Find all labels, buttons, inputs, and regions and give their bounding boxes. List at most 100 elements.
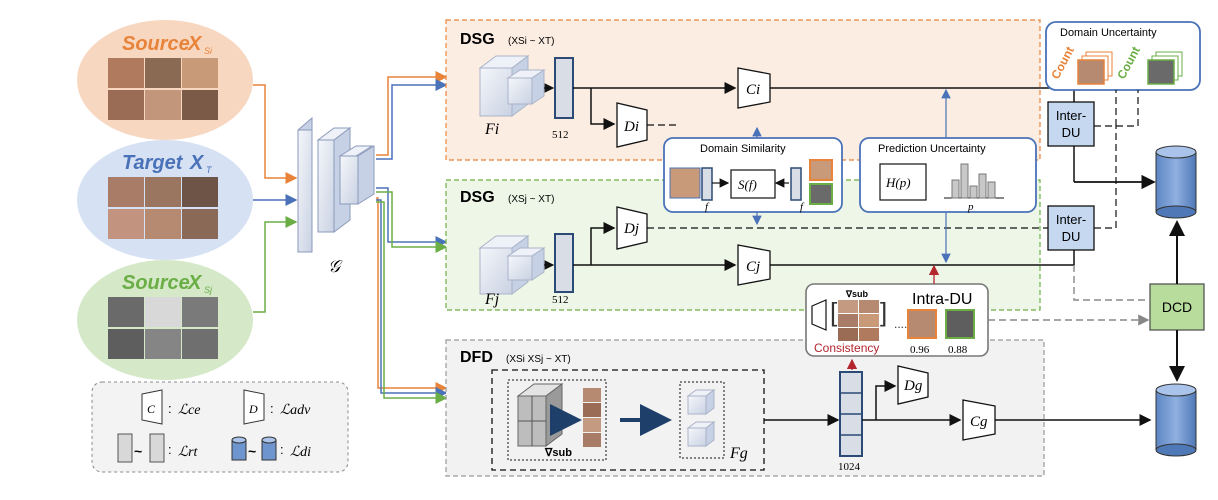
legend-classifier-icon (141, 389, 163, 425)
target-group: Target X T (77, 140, 253, 260)
intra-du-sub-label: ∇sub (845, 289, 869, 299)
dfd-classifier (962, 399, 996, 441)
domain-similarity-f-right: f (800, 201, 805, 213)
shared-encoder-label: 𝒢 (328, 257, 343, 276)
dsg-j-discriminator (616, 206, 648, 250)
intra-du-face-grid (838, 300, 879, 341)
dfd-discriminator-label: Dg (903, 378, 923, 394)
prediction-uncertainty-func: H(p) (885, 175, 911, 190)
dsg-i-feature-vector (554, 57, 574, 119)
legend-c-symbol: C (147, 402, 156, 416)
dfd-sub-encoders-box (679, 381, 725, 459)
domain-similarity-vector-right (790, 167, 802, 201)
domain-similarity-face-green (809, 183, 833, 205)
dfd-face-crops (583, 388, 601, 447)
legend-rt-colon: : (168, 442, 172, 457)
legend-di-sep: ~ (248, 443, 256, 459)
inter-du-bottom-label-2: DU (1062, 229, 1081, 244)
source-i-group: Source X Si (77, 20, 253, 140)
prediction-uncertainty-func-box (879, 163, 927, 201)
domain-similarity-f-left: f (705, 201, 710, 213)
domain-similarity-face-left (669, 167, 701, 199)
intra-du-classifier-icon (811, 299, 827, 331)
intra-du-dots: .... (894, 317, 907, 331)
dsg-i-discriminator-label: Di (623, 119, 639, 135)
dsg-j-title: DSG (460, 189, 495, 206)
domain-uncertainty-stack-green (1147, 51, 1183, 85)
inter-du-link-dashed (1094, 126, 1117, 229)
dfd-flow: (XSi XSj ~ XT) (506, 354, 571, 365)
encoder-branch-arrows (376, 71, 448, 404)
source-i-prefix: Source (122, 33, 190, 55)
source-j-prefix: Source (122, 272, 190, 294)
dfd-split-block (516, 383, 564, 447)
domain-similarity-face-orange (809, 159, 833, 181)
dsg-j-feature-extractor (478, 235, 546, 295)
dsg-i-feature-extractor (478, 55, 546, 117)
dfd-sub-label: ∇sub (544, 447, 572, 459)
legend-discriminator-icon (243, 389, 265, 425)
dfd-discriminator (897, 365, 929, 405)
dsg-i-flow: (XSi ~ XT) (508, 36, 554, 47)
dfd-sub-encoders (686, 389, 716, 447)
legend-cylinder-right (261, 436, 277, 461)
dfd-title: DFD (460, 349, 493, 366)
legend-vector-right (149, 433, 165, 463)
domain-similarity-vector-left (701, 167, 713, 201)
dsg-j-classifier (737, 244, 771, 286)
source-j-group: Source X Sj (77, 260, 253, 380)
dcd-label: DCD (1162, 299, 1192, 315)
dsg-j-feature-label: Fj (484, 291, 500, 308)
intra-du-bracket-right: ] (880, 297, 887, 327)
dsg-i-arrow-c (590, 88, 616, 130)
dsg-i-classifier-label: Ci (746, 82, 760, 98)
dsg-j-feature-dim: 512 (552, 294, 569, 306)
intra-du-title: Intra-DU (912, 291, 972, 308)
intra-du-bracket-left: [ (830, 297, 838, 327)
legend-vector-left (117, 433, 133, 463)
dsg-j-flow: (XSj ~ XT) (508, 194, 554, 205)
prediction-uncertainty-title: Prediction Uncertainty (878, 143, 986, 155)
intra-du-consistency: Consistency (814, 341, 879, 355)
source-i-to-encoder-arrow (253, 84, 298, 184)
inter-du-top-dashed (1094, 90, 1117, 127)
intra-du-face-orange (907, 309, 937, 339)
legend-d-loss: ℒadv (280, 403, 311, 418)
dsg-i-feature-dim: 512 (552, 129, 569, 141)
inter-du-top-label-1: Inter- (1056, 108, 1086, 123)
dsg-i-classifier (737, 67, 771, 109)
source-i-faces (108, 58, 218, 120)
top-cylinder (1155, 145, 1197, 219)
legend-d-symbol: D (248, 402, 258, 416)
source-j-to-encoder-arrow (253, 216, 298, 313)
dfd-feature-vector (839, 371, 863, 457)
intra-du-score-1: 0.96 (910, 344, 930, 356)
domain-uncertainty-title: Domain Uncertainty (1060, 27, 1157, 39)
target-sub: T (206, 165, 213, 175)
source-j-sub: Sj (204, 285, 213, 295)
legend-cylinder-left (231, 436, 247, 461)
dsg-j-classifier-label: Cj (746, 259, 760, 275)
dfd-arrow-c (875, 380, 897, 420)
dsg-j-discriminator-label: Dj (623, 221, 639, 237)
target-prefix: Target (122, 152, 184, 174)
intra-du-score-2: 0.88 (948, 344, 968, 356)
intra-du-face-green (945, 309, 975, 339)
shared-encoder: 𝒢 (297, 116, 375, 276)
inter-du-bottom-label-1: Inter- (1056, 212, 1086, 227)
dfd-split-box (507, 379, 607, 461)
legend-rt-sep: ~ (134, 443, 142, 459)
legend-d-colon: : (270, 401, 274, 416)
source-j-symbol: X (187, 272, 203, 294)
legend-di-colon: : (280, 442, 284, 457)
dsg-j-feature-vector (554, 233, 574, 293)
dsg-i-discriminator (616, 102, 648, 148)
dsg-i-feature-label: Fi (484, 121, 499, 138)
inter-du-top (1047, 101, 1095, 147)
dsg-j-arrow-c (590, 222, 616, 265)
legend-c-loss: ℒce (178, 403, 201, 418)
domain-similarity-title: Domain Similarity (700, 143, 786, 155)
dfd-feature-label: Fg (729, 445, 748, 462)
domain-uncertainty-dashed (1116, 90, 1139, 127)
